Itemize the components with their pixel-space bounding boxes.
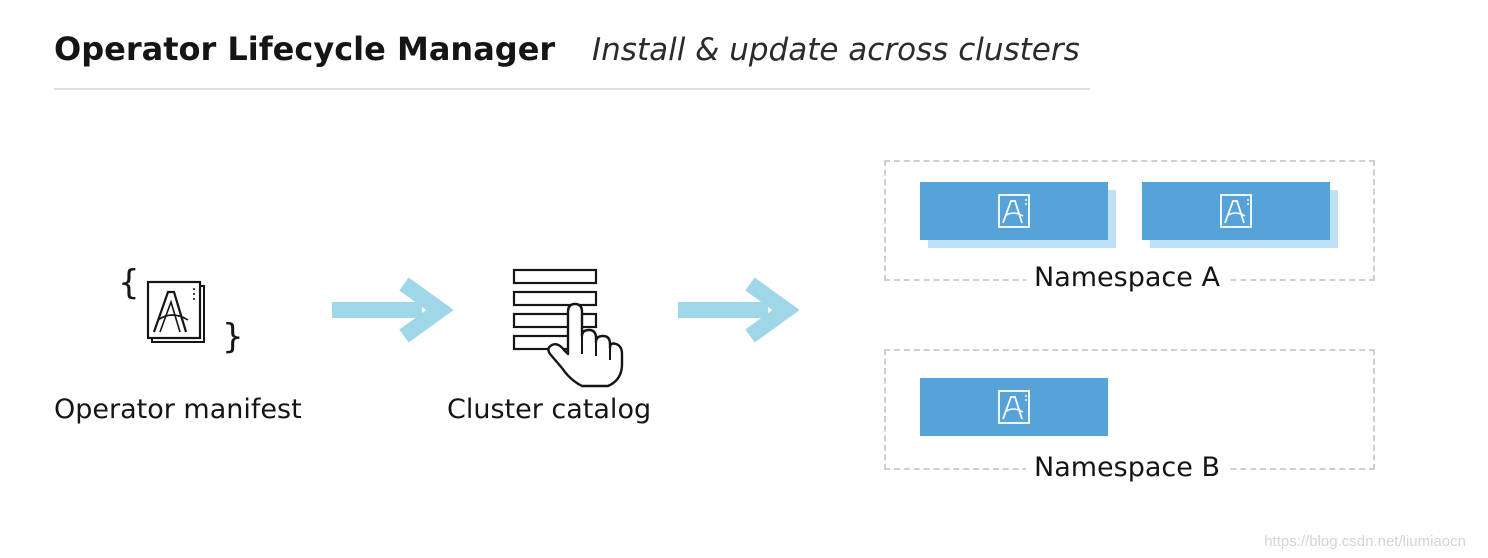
operator-manifest-icon: { } [118, 263, 244, 357]
header-divider [54, 88, 1090, 90]
flow-arrow-1 [332, 277, 454, 343]
operator-tile [920, 182, 1116, 248]
operator-icon [998, 194, 1030, 228]
operator-manifest-label: Operator manifest [54, 394, 302, 425]
cluster-catalog-label: Cluster catalog [447, 394, 652, 425]
operator-icon [1220, 194, 1252, 228]
page-title: Operator Lifecycle Manager [54, 30, 556, 68]
page-subtitle: Install & update across clusters [592, 32, 1080, 68]
operator-tile [920, 378, 1108, 436]
operator-icon [998, 390, 1030, 424]
operator-tile [1142, 182, 1338, 248]
watermark: https://blog.csdn.net/liumiaocn [1264, 533, 1466, 550]
svg-text:}: } [222, 317, 244, 357]
svg-text:{: { [118, 263, 140, 303]
namespace-a-label: Namespace A [1026, 262, 1228, 293]
flow-arrow-2 [678, 277, 800, 343]
cluster-catalog-icon [512, 268, 624, 388]
namespace-b-label: Namespace B [1026, 452, 1228, 483]
